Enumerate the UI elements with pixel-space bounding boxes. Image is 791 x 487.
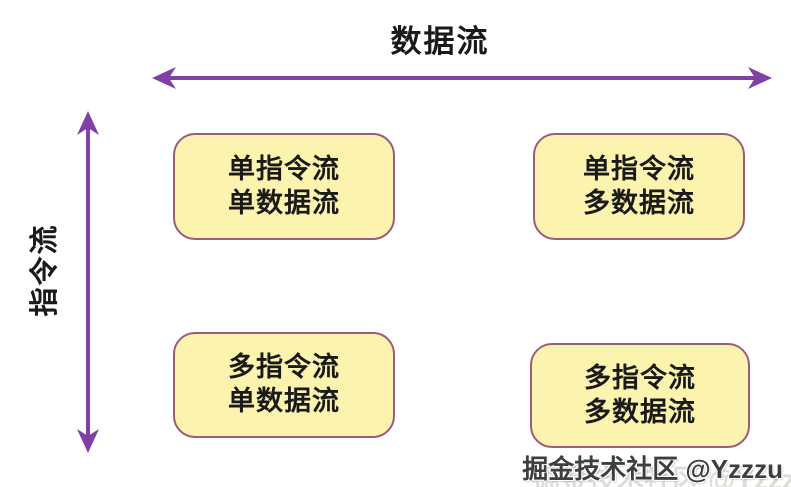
- quadrant-box-sisd: 单指令流 单数据流: [173, 133, 395, 240]
- watermark-ghost: 掘金技术社区 @Yzzzu: [532, 463, 791, 487]
- quadrant-box-misd-line1: 多指令流: [228, 352, 340, 383]
- watermark-text: 掘金技术社区 @Yzzzu: [522, 453, 783, 484]
- quadrant-box-sisd-line2: 单数据流: [228, 187, 340, 218]
- quadrant-box-mimd-line2: 多数据流: [584, 396, 696, 427]
- quadrant-box-simd-line1: 单指令流: [583, 153, 695, 184]
- quadrant-box-simd: 单指令流 多数据流: [533, 133, 745, 240]
- quadrant-box-mimd-line1: 多指令流: [584, 362, 696, 393]
- quadrant-box-misd: 多指令流 单数据流: [173, 332, 395, 438]
- data-stream-axis-label: 数据流: [390, 24, 490, 59]
- quadrant-box-misd-line2: 单数据流: [228, 386, 340, 416]
- instruction-stream-axis-label: 指令流: [29, 223, 61, 317]
- quadrant-box-mimd: 多指令流 多数据流: [530, 343, 750, 448]
- data-stream-arrow: [152, 67, 772, 89]
- quadrant-box-sisd-line1: 单指令流: [228, 153, 340, 184]
- quadrant-box-simd-line2: 多数据流: [583, 187, 695, 218]
- instruction-stream-arrow: [77, 111, 99, 453]
- watermark: 掘金技术社区 @Yzzzu 掘金技术社区 @Yzzzu: [522, 453, 791, 487]
